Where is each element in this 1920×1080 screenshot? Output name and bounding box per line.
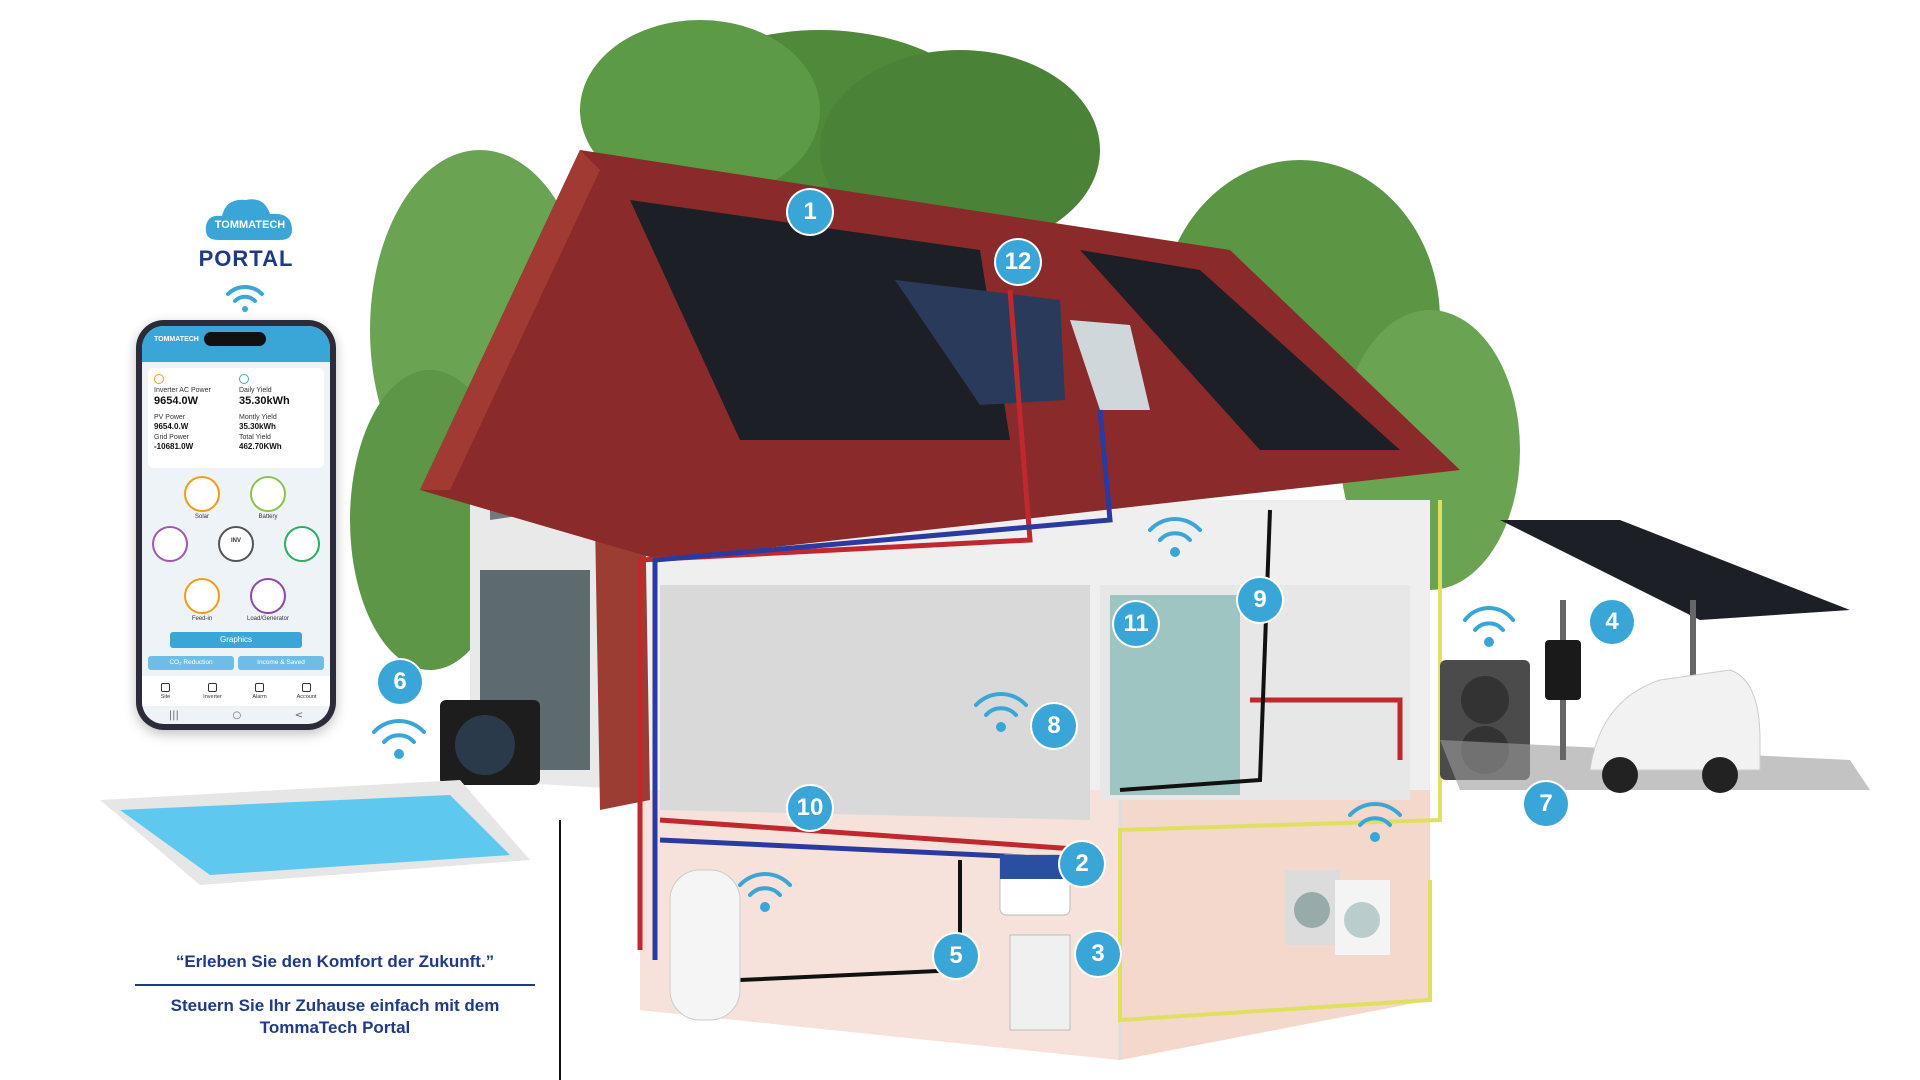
tab-site-label: Site [160,693,171,700]
income-saved-button[interactable]: Income & Saved [238,656,324,670]
pipes [637,289,1403,960]
tab-account[interactable]: Account [283,676,330,706]
badge-1: 1 [788,190,832,234]
stats-right: Daily Yield 35.30kWh Montly Yield 35.30k… [239,374,318,462]
inverter-battery [999,854,1071,1031]
inverter-ac-power-value: 9654.0W [154,395,199,407]
inverter-ac-power-label: Inverter AC Power [154,387,211,394]
pv-power-value: 9654.0.W [154,422,189,431]
tagline-divider [135,984,535,986]
water-tank [669,869,741,1021]
node-label-solar: Solar [194,514,209,520]
tab-site[interactable]: Site [142,676,189,706]
grid-icon[interactable] [184,578,220,614]
power-icon [154,374,164,384]
meter-icon[interactable] [152,526,188,562]
pv-power-label: PV Power [154,414,186,421]
phone-screen: TOMMATECH Inverter AC Power 9654.0W PV P… [142,326,330,724]
monthly-yield-value: 35.30kWh [239,422,276,431]
daily-yield-label: Daily Yield [239,387,272,394]
node-label-battery: Battery [258,514,278,520]
app-brand: TOMMATECH [154,336,199,343]
node-label-inv: INV [230,538,241,544]
tab-alarm-label: Alarm [252,693,267,700]
badge-8: 8 [1032,704,1076,748]
node-label-feed-in: Feed-in [191,616,213,622]
back-button[interactable]: < [294,709,304,721]
grid-power-value: -10681.0W [154,442,194,451]
system-nav-bar: ||| ○ < [142,706,330,724]
ev-charger-icon[interactable] [284,526,320,562]
badge-5: 5 [934,934,978,978]
portal-title: PORTAL [198,246,294,271]
phone-notch [204,332,266,346]
wifi-icon [226,284,264,312]
daily-yield-value: 35.30kWh [239,395,290,407]
solar-icon[interactable] [184,476,220,512]
tagline-quote: “Erleben Sie den Komfort der Zukunft.” [175,952,495,971]
tab-account-label: Account [296,693,317,700]
account-icon [302,682,311,692]
summary-row: CO₂ Reduction Income & Saved [148,656,324,670]
badge-10: 10 [788,786,832,830]
graphics-button[interactable]: Graphics [170,632,302,648]
wifi-icon [372,517,1515,912]
stats-card: Inverter AC Power 9654.0W PV Power 9654.… [148,368,324,468]
badge-6: 6 [378,660,422,704]
battery-icon[interactable] [250,476,286,512]
app-header: TOMMATECH [142,326,330,362]
badge-3: 3 [1076,932,1120,976]
site-icon [161,682,170,692]
tagline-line-2: TommaTech Portal [259,1018,411,1037]
badge-9: 9 [1238,578,1282,622]
monthly-yield-label: Montly Yield [239,414,277,421]
home-icon[interactable] [250,578,286,614]
badge-7: 7 [1524,782,1568,826]
grid-power-label: Grid Power [154,434,190,441]
stats-left: Inverter AC Power 9654.0W PV Power 9654.… [154,374,233,462]
co2-reduction-button[interactable]: CO₂ Reduction [148,656,234,670]
yield-icon [239,374,249,384]
tab-inverter-label: Inverter [203,693,222,700]
tagline-line-1: Steuern Sie Ihr Zuhause einfach mit dem [170,996,500,1015]
washers [1285,870,1390,955]
pool [100,780,530,885]
home-button[interactable]: ○ [232,709,242,721]
carport [1440,520,1870,793]
tab-bar: Site Inverter Alarm Account [142,676,330,706]
badge-12: 12 [996,240,1040,284]
portal-brand: TOMMATECH [215,219,286,231]
badge-11: 11 [1114,602,1158,646]
roof [420,150,1460,560]
badge-2: 2 [1060,842,1104,886]
alarm-icon [255,682,264,692]
tab-alarm[interactable]: Alarm [236,676,283,706]
badge-4: 4 [1590,600,1634,644]
inverter-icon[interactable] [218,526,254,562]
total-yield-value: 462.70KWh [239,442,282,451]
recent-apps-button[interactable]: ||| [168,709,179,721]
tagline: “Erleben Sie den Komfort der Zukunft.” S… [120,952,550,1038]
inverter-tab-icon [208,682,217,692]
cloud-logo-icon: TOMMATECH [205,199,292,240]
heat-pump-pool [440,700,540,785]
phone-mockup: TOMMATECH Inverter AC Power 9654.0W PV P… [136,320,336,730]
tab-inverter[interactable]: Inverter [189,676,236,706]
total-yield-label: Total Yield [239,434,271,441]
node-label-load: Load/Generator [246,616,290,622]
